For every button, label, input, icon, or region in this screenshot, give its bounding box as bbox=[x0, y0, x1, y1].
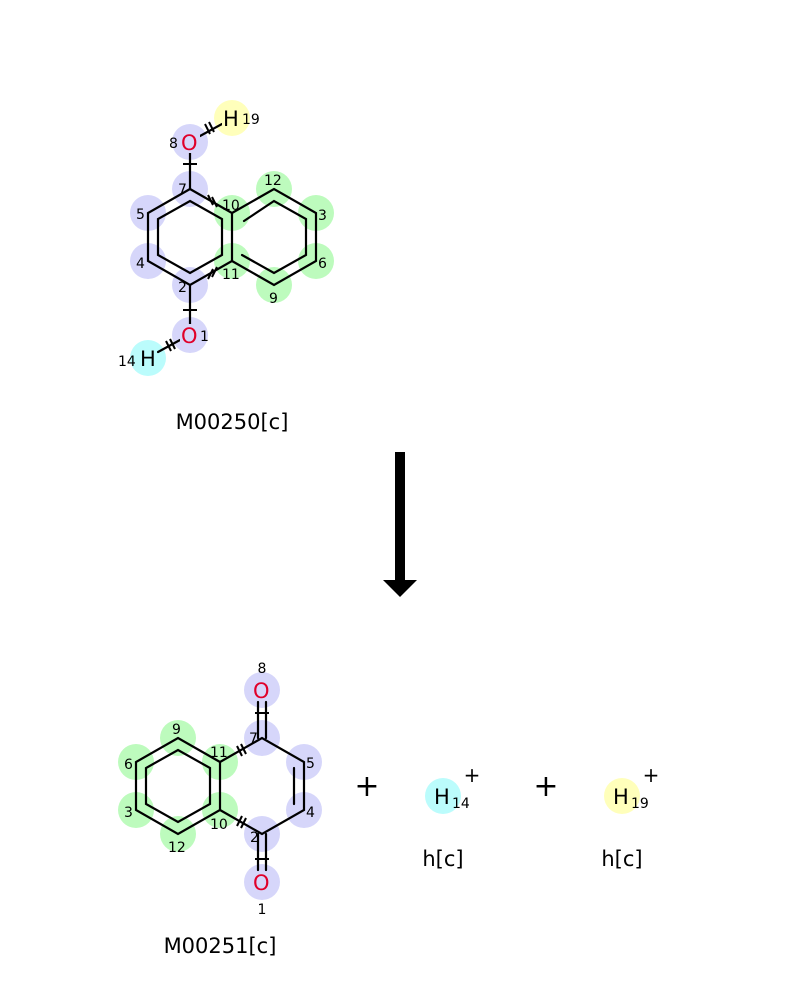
bond-right-ring bbox=[230, 187, 318, 287]
arrow-head bbox=[383, 580, 417, 597]
atom-c11-num: 11 bbox=[210, 745, 228, 761]
atom-o8-symbol: O bbox=[181, 131, 198, 155]
bond-break-mark bbox=[204, 123, 211, 135]
label-bg bbox=[180, 324, 200, 346]
highlight-o1 bbox=[244, 864, 280, 900]
atom-c2-num: 2 bbox=[250, 830, 259, 846]
atom-h14-num: 14 bbox=[118, 354, 136, 370]
atom-o8-symbol: O bbox=[253, 679, 270, 703]
atom-c4-num: 4 bbox=[136, 256, 145, 272]
plus-sign: + bbox=[354, 769, 379, 804]
atom-c7-num: 7 bbox=[249, 731, 258, 747]
reactant-name: M00250[c] bbox=[176, 410, 289, 434]
atom-c5-num: 5 bbox=[306, 756, 315, 772]
bond-break-mark bbox=[236, 745, 243, 757]
bond-break-mark bbox=[240, 743, 247, 755]
bond-break-mark bbox=[169, 338, 176, 350]
bond-break-mark bbox=[165, 340, 172, 352]
bond-break-mark bbox=[211, 196, 218, 208]
bond-break-mark bbox=[208, 121, 215, 133]
atom-h14-num: 14 bbox=[452, 796, 470, 812]
reaction-arrow bbox=[383, 452, 417, 597]
product-2-proton: H + 14 h[c] bbox=[422, 763, 480, 871]
product-atoms: 8 O 7 5 4 2 O 1 11 10 9 6 3 12 bbox=[124, 661, 315, 918]
atom-o1-num: 1 bbox=[258, 902, 267, 918]
atom-c11-num: 11 bbox=[222, 267, 240, 283]
atom-c3-num: 3 bbox=[124, 805, 133, 821]
atom-c10-num: 10 bbox=[210, 817, 228, 833]
charge: + bbox=[464, 763, 481, 787]
reactant-bonds bbox=[146, 121, 318, 354]
label-bg bbox=[222, 107, 242, 129]
bond-break-mark bbox=[207, 268, 214, 280]
product-3-name: h[c] bbox=[601, 847, 642, 871]
atom-c9-num: 9 bbox=[269, 291, 278, 307]
bond-left-inner bbox=[156, 199, 224, 275]
charge: + bbox=[643, 763, 660, 787]
atom-h19-symbol: H bbox=[613, 785, 629, 809]
bond-right-inner bbox=[240, 199, 308, 275]
atom-c4-num: 4 bbox=[306, 805, 315, 821]
product-bonds bbox=[134, 700, 306, 872]
atom-o1-num: 1 bbox=[200, 329, 209, 345]
atom-o8-num: 8 bbox=[258, 661, 267, 677]
atom-c2-num: 2 bbox=[178, 280, 187, 296]
atom-o8-num: 8 bbox=[169, 136, 178, 152]
atom-c7-num: 7 bbox=[178, 182, 187, 198]
product-1-name: M00251[c] bbox=[164, 934, 277, 958]
atom-c10-num: 10 bbox=[222, 198, 240, 214]
bond-benzene-inner bbox=[144, 748, 212, 824]
atom-h14-symbol: H bbox=[140, 347, 156, 371]
plus-sign: + bbox=[533, 769, 558, 804]
atom-h19-symbol: H bbox=[223, 107, 239, 131]
bond-o8-h19 bbox=[198, 122, 224, 138]
atom-o1-symbol: O bbox=[181, 324, 198, 348]
atom-c6-num: 6 bbox=[318, 256, 327, 272]
bond-break-mark bbox=[211, 266, 218, 278]
reactant-atoms: O 8 H 19 7 5 4 2 10 11 12 3 6 9 O 1 H 14 bbox=[118, 107, 327, 371]
atom-h19-num: 19 bbox=[631, 796, 649, 812]
highlight-o8 bbox=[244, 672, 280, 708]
atom-c5-num: 5 bbox=[136, 207, 145, 223]
product-highlights bbox=[118, 672, 640, 900]
arrow-shaft bbox=[395, 452, 405, 582]
bond-quinone-ring bbox=[218, 736, 306, 836]
product-2-name: h[c] bbox=[422, 847, 463, 871]
atom-c9-num: 9 bbox=[172, 722, 181, 738]
highlight-h14 bbox=[425, 778, 461, 814]
label-bg bbox=[180, 131, 200, 153]
atom-c12-num: 12 bbox=[264, 173, 282, 189]
highlight-h19 bbox=[604, 778, 640, 814]
bond-break-mark bbox=[240, 817, 247, 829]
bond-break-mark bbox=[236, 815, 243, 827]
label-bg bbox=[139, 347, 157, 369]
atom-h14-symbol: H bbox=[434, 785, 450, 809]
atom-o1-symbol: O bbox=[253, 871, 270, 895]
atom-c6-num: 6 bbox=[124, 757, 133, 773]
atom-c3-num: 3 bbox=[318, 208, 327, 224]
atom-h19-num: 19 bbox=[242, 112, 260, 128]
atom-c12-num: 12 bbox=[168, 840, 186, 856]
bond-break-mark bbox=[207, 194, 214, 206]
product-3-proton: H + 19 h[c] bbox=[601, 763, 659, 871]
